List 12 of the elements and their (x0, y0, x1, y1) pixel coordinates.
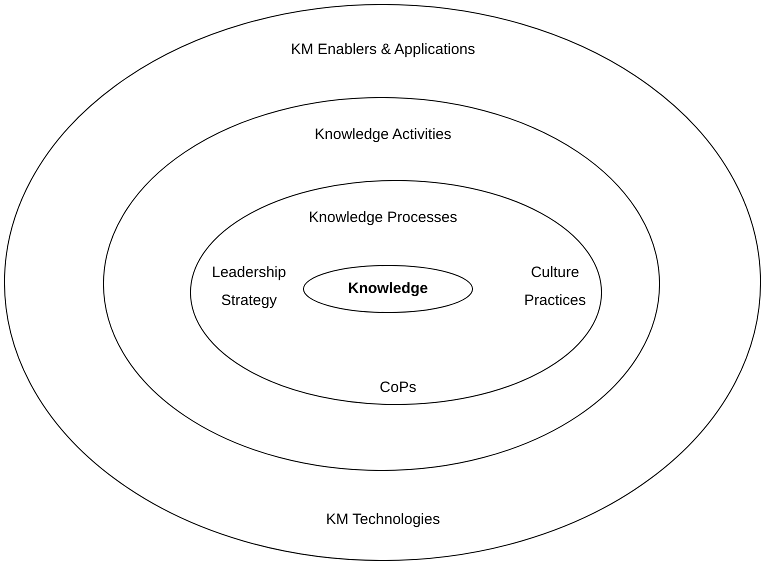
ellipse-ring (103, 97, 660, 471)
ring-label: Knowledge Activities (314, 125, 452, 145)
ellipse-ring (4, 4, 761, 561)
ring-label: Culture Practices (523, 263, 587, 311)
ring-label: Leadership Strategy (210, 263, 288, 311)
ring-label: Knowledge Processes (308, 208, 458, 228)
ellipse-ring (303, 265, 473, 313)
ring-label: KM Technologies (326, 510, 440, 530)
ring-label: CoPs (380, 378, 416, 398)
ring-label: Knowledge (348, 279, 428, 299)
ellipse-ring (190, 180, 602, 405)
ring-label: KM Enablers & Applications (290, 40, 476, 60)
